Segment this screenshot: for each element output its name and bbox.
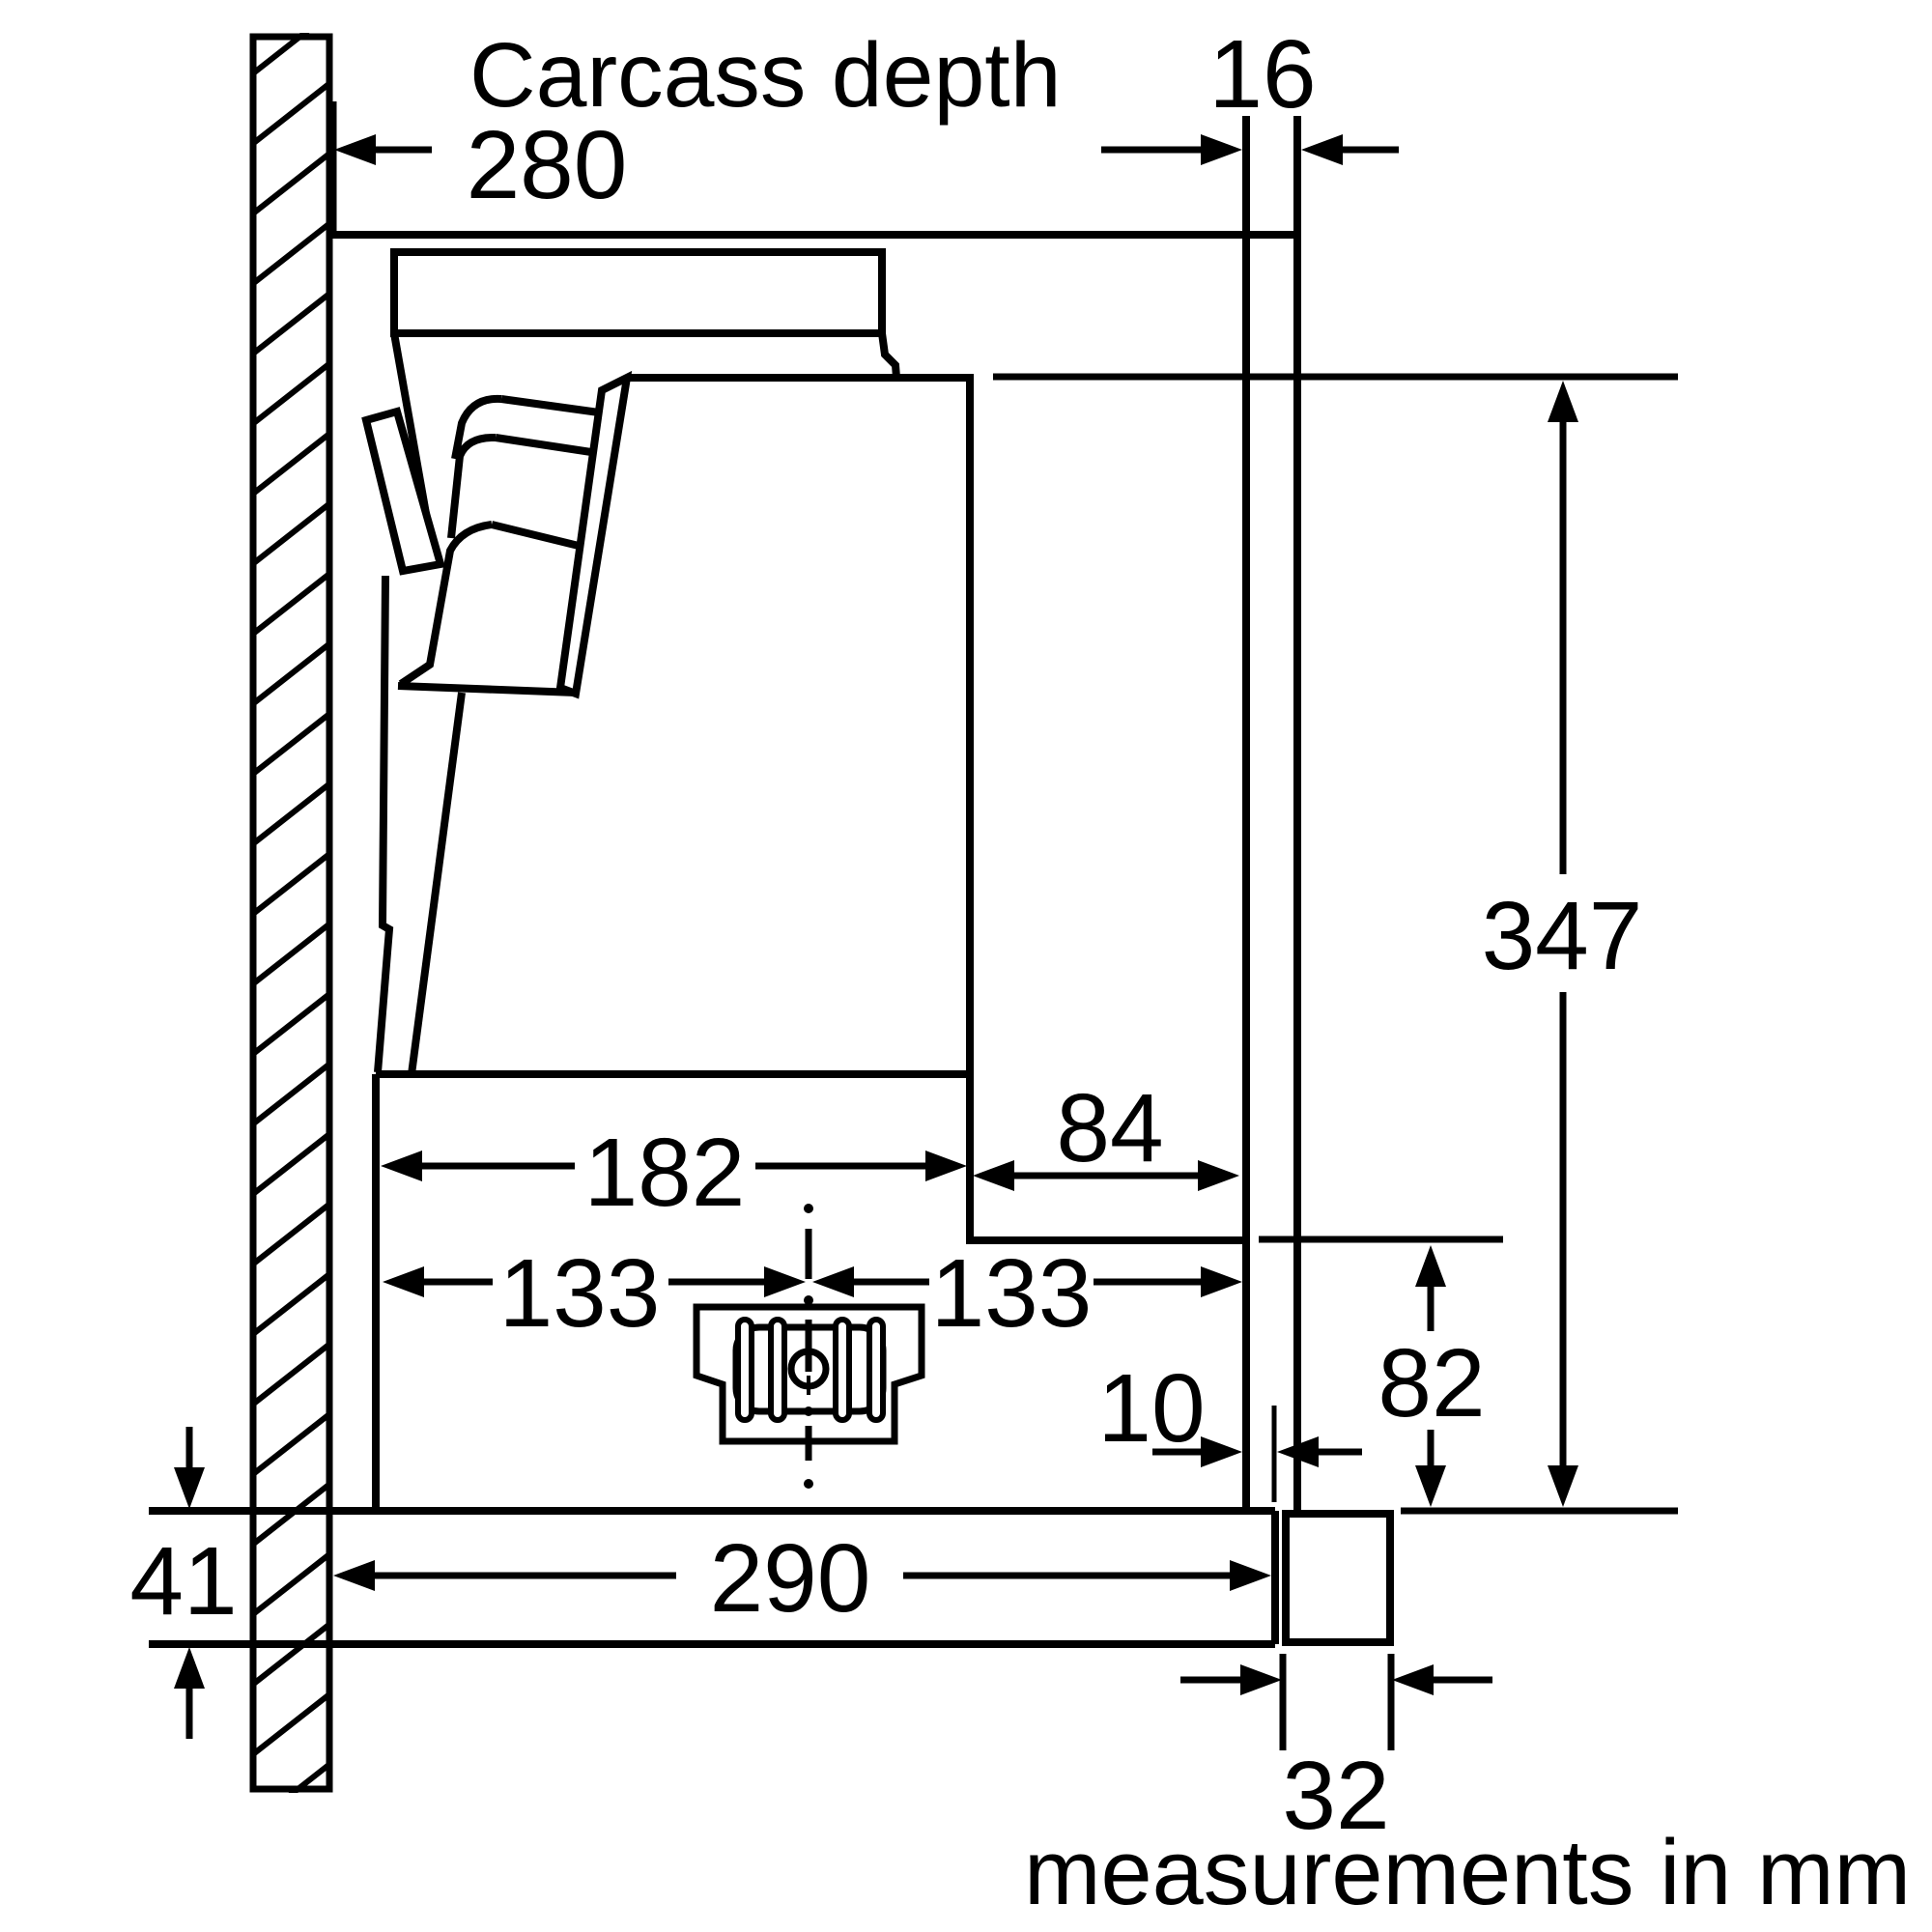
svg-text:84: 84 xyxy=(1056,1074,1163,1182)
svg-text:280: 280 xyxy=(467,111,628,219)
svg-text:41: 41 xyxy=(129,1527,237,1635)
svg-text:182: 182 xyxy=(584,1119,746,1227)
svg-text:Carcass depth: Carcass depth xyxy=(469,24,1062,127)
svg-text:10: 10 xyxy=(1097,1354,1205,1463)
svg-text:133: 133 xyxy=(931,1239,1093,1348)
svg-text:347: 347 xyxy=(1482,882,1643,990)
svg-text:32: 32 xyxy=(1282,1742,1389,1850)
svg-text:290: 290 xyxy=(710,1524,871,1633)
svg-text:133: 133 xyxy=(499,1239,661,1348)
svg-text:measurements in mm: measurements in mm xyxy=(1024,1822,1911,1924)
svg-text:16: 16 xyxy=(1208,20,1316,128)
svg-text:82: 82 xyxy=(1378,1329,1485,1437)
